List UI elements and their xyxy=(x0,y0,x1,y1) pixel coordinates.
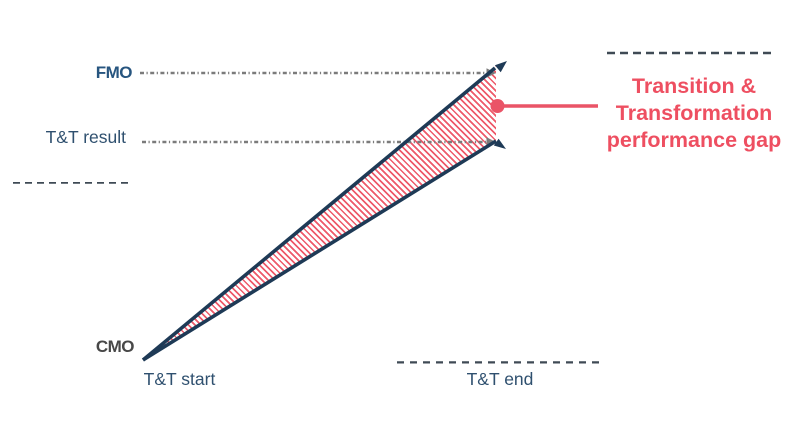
cmo-to-tt-result-arrowhead-icon xyxy=(493,138,506,149)
cmo-to-fmo-line xyxy=(141,66,497,362)
cmo-level-label: CMO xyxy=(95,337,135,356)
cmo-to-fmo-arrowhead-icon xyxy=(494,61,507,73)
tt-start-cover-box xyxy=(117,395,240,430)
callout-line-1: Transition & xyxy=(631,74,757,98)
tt-start-label-box: T&T start xyxy=(76,363,283,395)
callout-line-3: performance gap xyxy=(606,128,782,152)
gap-marker-dot-icon xyxy=(490,99,505,113)
tt-end-label-box: T&T end xyxy=(395,364,605,395)
fmo-level-label: FMO xyxy=(95,63,133,82)
cmo-to-tt-result-line xyxy=(142,139,497,362)
callout-line-2: Transformation xyxy=(615,101,773,125)
performance-gap-callout-box: Transition & Transformation performance … xyxy=(598,55,790,172)
tt-result-label-box: T&T result xyxy=(8,124,134,182)
tt-end-cover-box xyxy=(445,395,565,430)
